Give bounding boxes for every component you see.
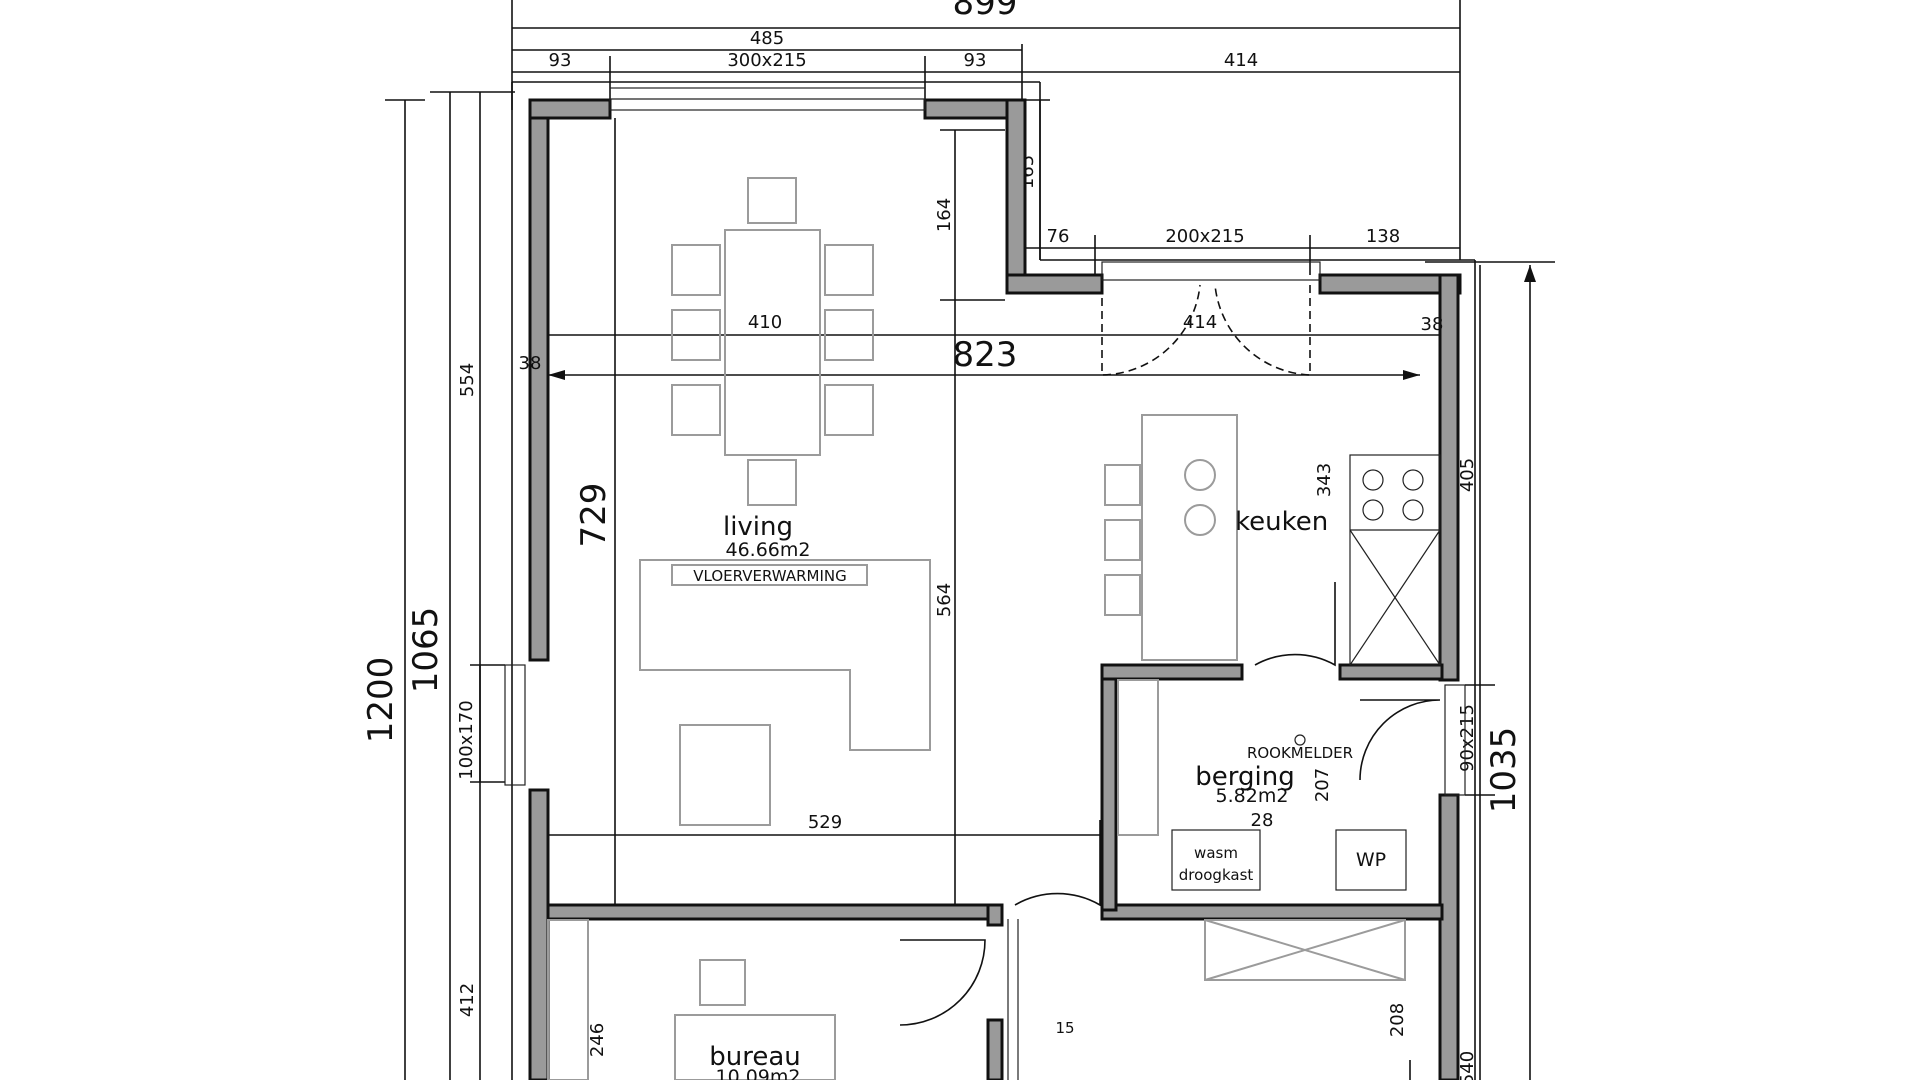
dim-right-window: 90x215 xyxy=(1457,704,1478,772)
floor-heating-label: VLOERVERWARMING xyxy=(693,567,846,585)
dim-overall-width: 899 xyxy=(953,0,1018,23)
dim-343: 343 xyxy=(1314,463,1335,497)
left-window xyxy=(504,664,526,786)
dim-564: 564 xyxy=(934,583,955,617)
room-living-area: 46.66m2 xyxy=(726,539,811,561)
dim-93-right: 93 xyxy=(964,50,987,71)
walls xyxy=(511,81,1476,1080)
kitchen-window xyxy=(1101,261,1321,281)
room-berging-area: 5.82m2 xyxy=(1216,785,1289,807)
dim-540: 540 xyxy=(1457,1051,1478,1080)
dim-height-1035: 1035 xyxy=(1484,727,1524,814)
top-dimensions: 899 485 93 300x215 93 414 xyxy=(511,0,1461,265)
dim-38-left: 38 xyxy=(519,353,542,374)
doors xyxy=(899,284,1441,1080)
interior-dimensions: 410 414 823 38 38 729 164 564 529 343 20… xyxy=(519,118,1444,1057)
windows xyxy=(504,87,1466,796)
washing-machine xyxy=(1171,829,1261,891)
dim-410: 410 xyxy=(748,312,782,333)
dim-93-left: 93 xyxy=(549,50,572,71)
kitchen-counter xyxy=(1349,454,1441,666)
dim-246: 246 xyxy=(587,1023,608,1057)
dim-207: 207 xyxy=(1312,768,1333,802)
dim-28: 28 xyxy=(1251,810,1274,831)
dim-height-1065: 1065 xyxy=(406,607,446,694)
washing-label: wasm xyxy=(1194,844,1238,862)
room-labels: living 46.66m2 VLOERVERWARMING keuken RO… xyxy=(671,507,1386,1080)
dim-414-inner: 414 xyxy=(1183,312,1217,333)
room-keuken-name: keuken xyxy=(1235,507,1328,537)
dim-823: 823 xyxy=(953,335,1018,375)
kitchen-top-dimensions: 165 76 200x215 138 xyxy=(1017,99,1460,275)
dim-485: 485 xyxy=(750,28,784,49)
smoke-detector-icon xyxy=(1294,734,1306,746)
dryer-label: droogkast xyxy=(1179,866,1254,884)
dim-164: 164 xyxy=(934,198,955,232)
dim-208: 208 xyxy=(1387,1003,1408,1037)
room-berging-name: berging xyxy=(1195,762,1294,792)
right-dimensions: 1035 405 90x215 540 xyxy=(1425,261,1555,1080)
dim-529: 529 xyxy=(808,812,842,833)
dim-138: 138 xyxy=(1366,226,1400,247)
dim-412: 412 xyxy=(457,983,478,1017)
kitchen-island xyxy=(1141,414,1238,661)
dim-414-top: 414 xyxy=(1224,50,1258,71)
heat-pump xyxy=(1335,829,1407,891)
heat-pump-label: WP xyxy=(1356,849,1386,871)
dim-405: 405 xyxy=(1457,458,1478,492)
room-bureau-name: bureau xyxy=(709,1042,801,1072)
desk xyxy=(674,1014,836,1080)
dim-729: 729 xyxy=(574,483,614,548)
stair-count: 15 xyxy=(1055,1019,1074,1037)
sofa xyxy=(639,559,931,751)
dim-left-window: 100x170 xyxy=(456,700,477,779)
dim-38-right: 38 xyxy=(1421,314,1444,335)
dining-table xyxy=(724,229,821,456)
dim-554: 554 xyxy=(457,363,478,397)
smoke-detector-label: ROOKMELDER xyxy=(1247,744,1353,762)
dim-height-1200: 1200 xyxy=(361,657,401,744)
right-window xyxy=(1444,684,1466,796)
left-dimensions: 1200 1065 554 412 100x170 xyxy=(361,91,515,1080)
furniture xyxy=(547,177,1441,1080)
dim-76: 76 xyxy=(1047,226,1070,247)
dim-kitchen-window: 200x215 xyxy=(1165,226,1244,247)
room-bureau-area: 10.09m2 xyxy=(716,1066,801,1080)
room-living-name: living xyxy=(723,512,793,542)
dim-main-window: 300x215 xyxy=(727,50,806,71)
